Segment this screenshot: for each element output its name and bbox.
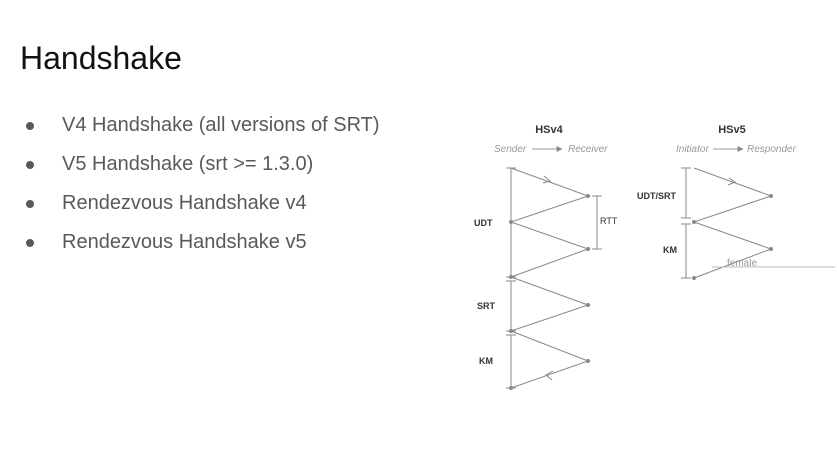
hsv4-arrow-mark xyxy=(545,370,554,381)
bullet-text: V4 Handshake (all versions of SRT) xyxy=(62,114,380,136)
hsv4-sender-label: Sender xyxy=(494,144,527,155)
bullet-text: Rendezvous Handshake v4 xyxy=(62,192,307,214)
bullet-item: Rendezvous Handshake v5 xyxy=(26,223,380,262)
bullet-list: V4 Handshake (all versions of SRT) V5 Ha… xyxy=(26,106,380,262)
hsv4-phase-label-udt: UDT xyxy=(474,218,493,228)
hsv4-phase-bracket-km xyxy=(506,334,516,389)
hsv4-phase-label-srt: SRT xyxy=(477,301,496,311)
bullet-dot xyxy=(26,238,34,247)
hsv5-phase-bracket-km xyxy=(681,223,691,279)
hsv4-rtt-label: RTT xyxy=(600,216,618,226)
hsv4-receiver-label: Receiver xyxy=(568,144,608,155)
hsv4-title: HSv4 xyxy=(535,124,563,136)
bullet-item: Rendezvous Handshake v4 xyxy=(26,184,380,223)
hsv5-phase-label-udt-srt: UDT/SRT xyxy=(637,191,676,201)
hsv5-responder-label: Responder xyxy=(747,144,797,155)
hsv5-arrow-mark xyxy=(727,177,737,186)
hsv5-title: HSv5 xyxy=(718,124,746,136)
bullet-dot xyxy=(26,199,34,208)
bullet-item: V4 Handshake (all versions of SRT) xyxy=(26,106,380,145)
hsv4-phase-bracket-srt xyxy=(506,280,516,332)
hsv5-message-points xyxy=(692,194,773,280)
hsv4-diagram: HSv4 Sender Receiver RTT UDT SRT KM xyxy=(474,124,618,390)
bullet-item: V5 Handshake (srt >= 1.3.0) xyxy=(26,145,380,184)
hsv5-overlay-text: female xyxy=(727,258,757,269)
bullet-dot xyxy=(26,121,34,130)
hsv4-arrow-mark xyxy=(542,175,552,184)
bullet-dot xyxy=(26,160,34,169)
slide-title: Handshake xyxy=(20,40,182,76)
hsv5-phase-bracket-udt-srt xyxy=(681,167,691,219)
hsv4-message-points xyxy=(509,194,590,390)
hsv4-rtt-bracket xyxy=(592,195,602,250)
hsv4-phase-label-km: KM xyxy=(479,356,493,366)
bullet-text: Rendezvous Handshake v5 xyxy=(62,231,307,253)
hsv5-phase-label-km: KM xyxy=(663,245,677,255)
bullet-text: V5 Handshake (srt >= 1.3.0) xyxy=(62,153,314,175)
hsv4-message-path xyxy=(509,167,590,389)
hsv5-initiator-label: Initiator xyxy=(676,144,709,155)
hsv5-diagram: HSv5 Initiator Responder UDT/SRT KM fema… xyxy=(637,124,835,280)
